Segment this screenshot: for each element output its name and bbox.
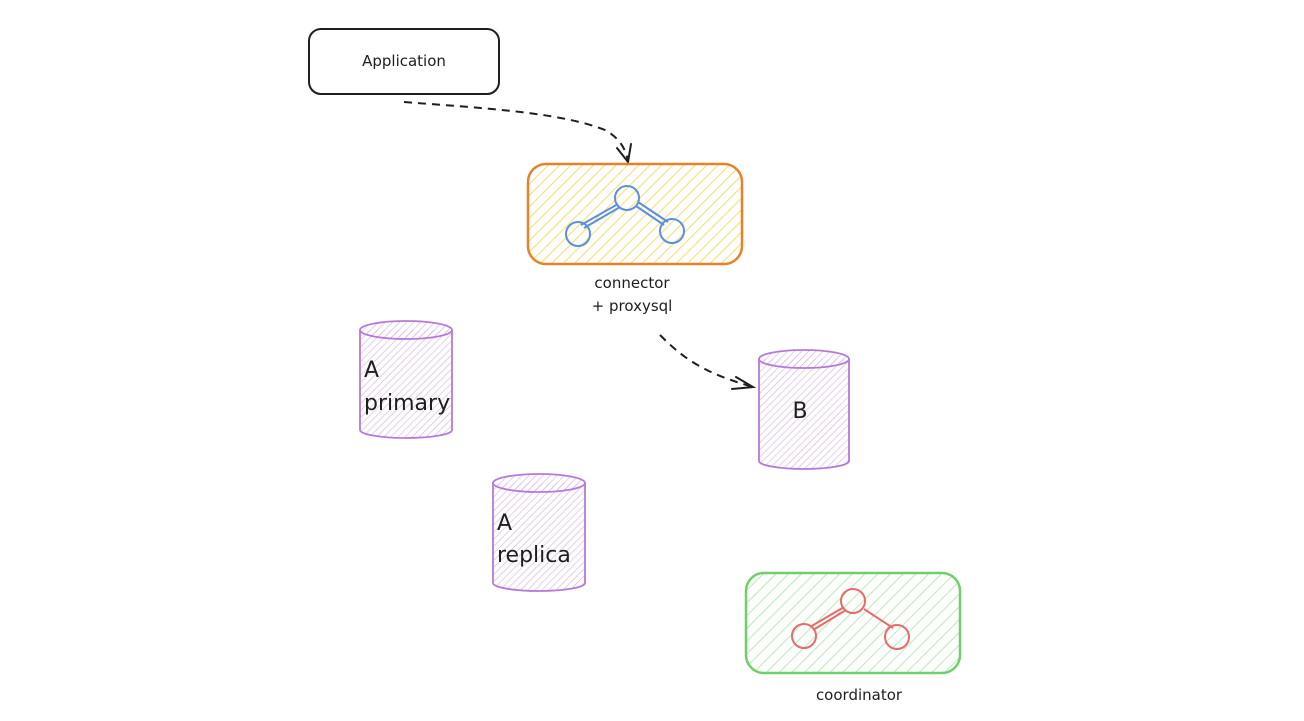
arrowhead-icon	[616, 143, 632, 165]
a-replica-label-line2: replica	[497, 543, 571, 568]
edge-connector-to-b[interactable]	[659, 334, 757, 390]
a-replica-node[interactable]: A replica	[492, 473, 586, 592]
connector-box	[526, 162, 744, 266]
network-graph-icon	[791, 588, 910, 650]
b-node[interactable]: B	[758, 349, 850, 470]
edge-application-to-connector[interactable]	[403, 101, 632, 165]
coordinator-node[interactable]: coordinator	[744, 571, 962, 704]
coordinator-label: coordinator	[816, 686, 903, 704]
b-label: B	[792, 399, 807, 424]
a-primary-label-line1: A	[364, 358, 379, 383]
network-graph-icon	[565, 185, 685, 247]
a-primary-node[interactable]: A primary	[359, 320, 453, 439]
a-replica-label-line1: A	[497, 511, 512, 536]
dashed-arrow-line	[659, 334, 751, 387]
cylinder-top	[359, 320, 453, 340]
application-box	[308, 28, 500, 95]
connector-label-line1: connector	[594, 274, 670, 292]
application-node[interactable]: Application	[308, 28, 500, 95]
arrowhead-icon	[731, 376, 757, 390]
cylinder-body	[492, 483, 586, 592]
application-label: Application	[362, 52, 446, 70]
cylinder-top	[758, 349, 850, 369]
connector-node[interactable]: connector + proxysql	[526, 162, 744, 315]
a-primary-label-line2: primary	[364, 391, 450, 416]
dashed-arrow-line	[403, 101, 629, 162]
connector-label-line2: + proxysql	[592, 297, 673, 315]
cylinder-top	[492, 473, 586, 493]
cylinder-body	[758, 359, 850, 470]
cylinder-body	[359, 330, 453, 439]
